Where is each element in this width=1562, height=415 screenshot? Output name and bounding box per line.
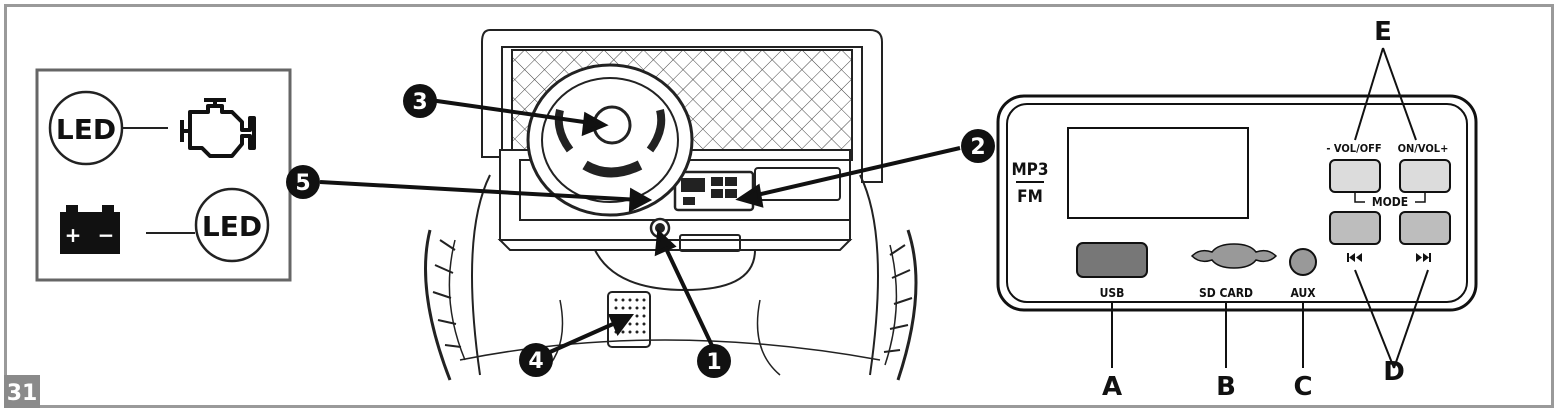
letters: A B C D E <box>1102 17 1405 402</box>
battery-plus: + <box>65 223 82 247</box>
letter-a: A <box>1102 372 1122 402</box>
figure-frame <box>4 4 1554 408</box>
prev-button <box>1329 211 1381 245</box>
usb-label: USB <box>1100 286 1125 300</box>
battery-icon: + − <box>60 205 120 254</box>
letter-b: B <box>1216 372 1236 402</box>
figure-number-tab: 31 <box>4 375 40 408</box>
letter-d: D <box>1383 357 1405 387</box>
callout-2: 2 <box>970 135 985 160</box>
callout-1: 1 <box>706 350 721 375</box>
callout-arrows <box>319 98 961 354</box>
callout-4: 4 <box>528 349 543 374</box>
mp3-label: MP3 <box>1011 160 1048 180</box>
previous-track-icon <box>1347 253 1362 262</box>
lcd-display <box>1067 127 1249 219</box>
fm-label: FM <box>1017 187 1043 207</box>
sd-card-label: SD CARD <box>1199 286 1253 300</box>
callout-badges: 1 2 3 4 5 <box>286 84 995 378</box>
figure-number: 31 <box>7 381 38 406</box>
usb-port <box>1076 242 1148 278</box>
on-vol-button <box>1399 159 1451 193</box>
letter-c: C <box>1293 372 1312 402</box>
vehicle-dashboard-illustration <box>424 29 918 381</box>
letter-pointers <box>1111 47 1429 369</box>
aux-label: AUX <box>1290 286 1316 300</box>
engine-check-icon <box>180 98 256 158</box>
aux-jack <box>1289 248 1317 276</box>
led-legend: LED + − LED <box>35 68 292 282</box>
next-button <box>1399 211 1451 245</box>
led-badge-engine: LED <box>56 113 116 146</box>
mp3-panel: MP3 FM - VOL/OFF ON/VOL+ MODE USB SD CAR… <box>996 94 1478 312</box>
mode-label: MODE <box>1372 195 1408 209</box>
letter-e: E <box>1374 17 1392 47</box>
vol-off-label: - VOL/OFF <box>1326 142 1381 155</box>
sd-card-slot <box>1190 243 1278 269</box>
next-track-icon <box>1416 253 1431 262</box>
on-vol-label: ON/VOL+ <box>1398 142 1449 155</box>
vol-off-button <box>1329 159 1381 193</box>
led-badge-battery: LED <box>202 210 262 243</box>
callout-5: 5 <box>295 171 310 196</box>
battery-minus: − <box>98 223 115 247</box>
callout-3: 3 <box>412 90 427 115</box>
